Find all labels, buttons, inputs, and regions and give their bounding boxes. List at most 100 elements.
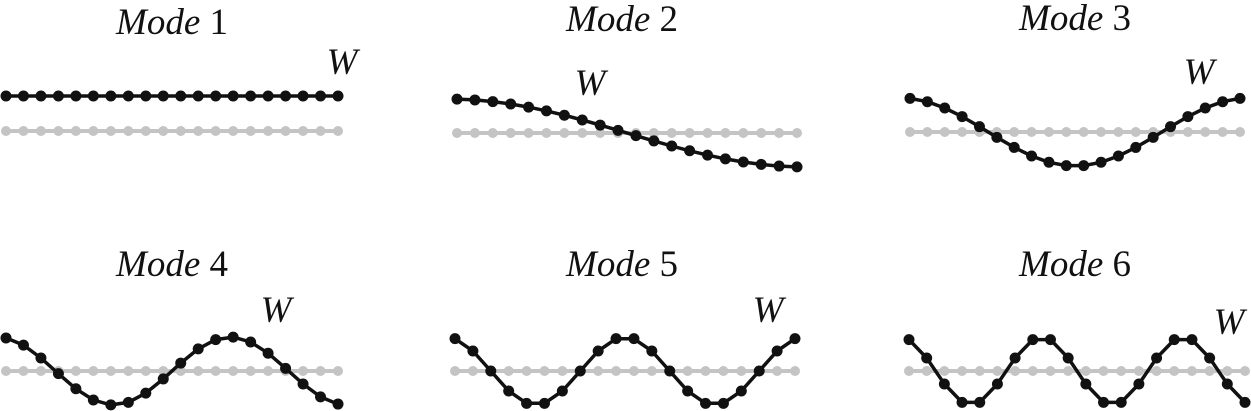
- mode-node: [1199, 102, 1211, 114]
- mode-node: [315, 90, 327, 102]
- rest-chain-1: [1, 126, 343, 136]
- mode-node: [1165, 121, 1177, 133]
- rest-node: [140, 126, 151, 136]
- rest-node: [1186, 366, 1197, 376]
- mode-node: [70, 90, 82, 102]
- rest-node: [298, 126, 309, 136]
- rest-node: [736, 366, 747, 376]
- rest-node: [905, 127, 915, 137]
- mode-node: [469, 94, 481, 106]
- mode-node: [245, 336, 257, 348]
- mode-node: [1221, 378, 1233, 390]
- rest-node: [123, 366, 134, 376]
- mode-node: [1080, 378, 1092, 390]
- w-label-5: W: [753, 290, 787, 331]
- w-label-1: W: [327, 42, 361, 83]
- mode-node: [628, 333, 640, 345]
- rest-node: [611, 366, 622, 376]
- rest-node: [193, 366, 204, 376]
- rest-node: [523, 128, 534, 138]
- rest-node: [1045, 366, 1056, 376]
- rest-node: [521, 366, 532, 376]
- mode-node: [702, 149, 714, 161]
- mode-node: [1234, 92, 1246, 104]
- mode-node: [467, 345, 479, 357]
- rest-node: [210, 366, 221, 376]
- mode-node: [245, 90, 257, 102]
- mode-node: [666, 140, 678, 152]
- mode-node: [938, 378, 950, 390]
- mode-node: [903, 334, 915, 346]
- rest-node: [666, 128, 677, 138]
- mode-panel-4: Mode 4 W: [0, 244, 344, 411]
- rest-node: [1, 126, 11, 136]
- rest-node: [539, 366, 550, 376]
- rest-node: [904, 366, 914, 376]
- mode-node: [1130, 141, 1142, 153]
- mode-node: [1062, 352, 1074, 364]
- mode-node: [791, 161, 803, 173]
- rest-node: [315, 366, 326, 376]
- mode-node: [105, 399, 117, 411]
- mode-node: [87, 394, 99, 406]
- mode-node: [227, 331, 239, 343]
- rest-node: [315, 126, 326, 136]
- rest-node: [790, 366, 800, 376]
- mode-node: [280, 362, 292, 374]
- rest-node: [1169, 366, 1180, 376]
- mode-node: [1217, 96, 1229, 108]
- rest-node: [469, 128, 480, 138]
- rest-node: [105, 126, 116, 136]
- mode-node: [262, 347, 274, 359]
- rest-node: [1026, 127, 1037, 137]
- mode-node: [755, 158, 767, 170]
- rest-node: [557, 366, 568, 376]
- mode-node: [17, 339, 29, 351]
- mode-node: [682, 385, 694, 397]
- mode-node: [1204, 352, 1216, 364]
- rest-node: [280, 126, 291, 136]
- mode-node: [297, 90, 309, 102]
- rest-node: [105, 366, 116, 376]
- rest-node: [1063, 366, 1074, 376]
- rest-node: [1116, 366, 1127, 376]
- mode-node: [1078, 160, 1090, 172]
- mode-node: [1147, 131, 1159, 143]
- mode-node: [1182, 111, 1194, 123]
- rest-node: [1010, 366, 1021, 376]
- mode-panel-6: Mode 6 W: [903, 244, 1251, 408]
- mode-node: [210, 90, 222, 102]
- mode-node: [735, 385, 747, 397]
- rest-node: [88, 126, 99, 136]
- mode-node: [157, 90, 169, 102]
- rest-node: [245, 366, 256, 376]
- mode-node: [1186, 334, 1198, 346]
- rest-node: [18, 366, 29, 376]
- mode-shape-4: [0, 331, 344, 411]
- mode-node: [540, 105, 552, 117]
- rest-node: [70, 366, 81, 376]
- rest-node: [333, 126, 343, 136]
- mode-node: [1133, 378, 1145, 390]
- rest-node: [718, 366, 729, 376]
- mode-node: [991, 378, 1003, 390]
- rest-node: [922, 127, 933, 137]
- rest-node: [263, 366, 274, 376]
- rest-node: [1096, 127, 1107, 137]
- mode-node: [991, 131, 1003, 143]
- mode-node: [17, 90, 29, 102]
- mode-node: [1115, 396, 1127, 408]
- rest-node: [648, 128, 659, 138]
- mode-node: [771, 345, 783, 357]
- rest-node: [70, 126, 81, 136]
- mode-node: [52, 368, 64, 380]
- rest-node: [921, 366, 932, 376]
- mode-shape-5: [449, 333, 801, 409]
- mode-panel-5: Mode 5 W: [449, 244, 801, 409]
- mode-node: [0, 332, 12, 344]
- mode-node: [505, 98, 517, 110]
- rest-node: [738, 128, 749, 138]
- rest-node: [158, 126, 169, 136]
- mode-node: [1026, 150, 1038, 162]
- mode-node: [753, 365, 765, 377]
